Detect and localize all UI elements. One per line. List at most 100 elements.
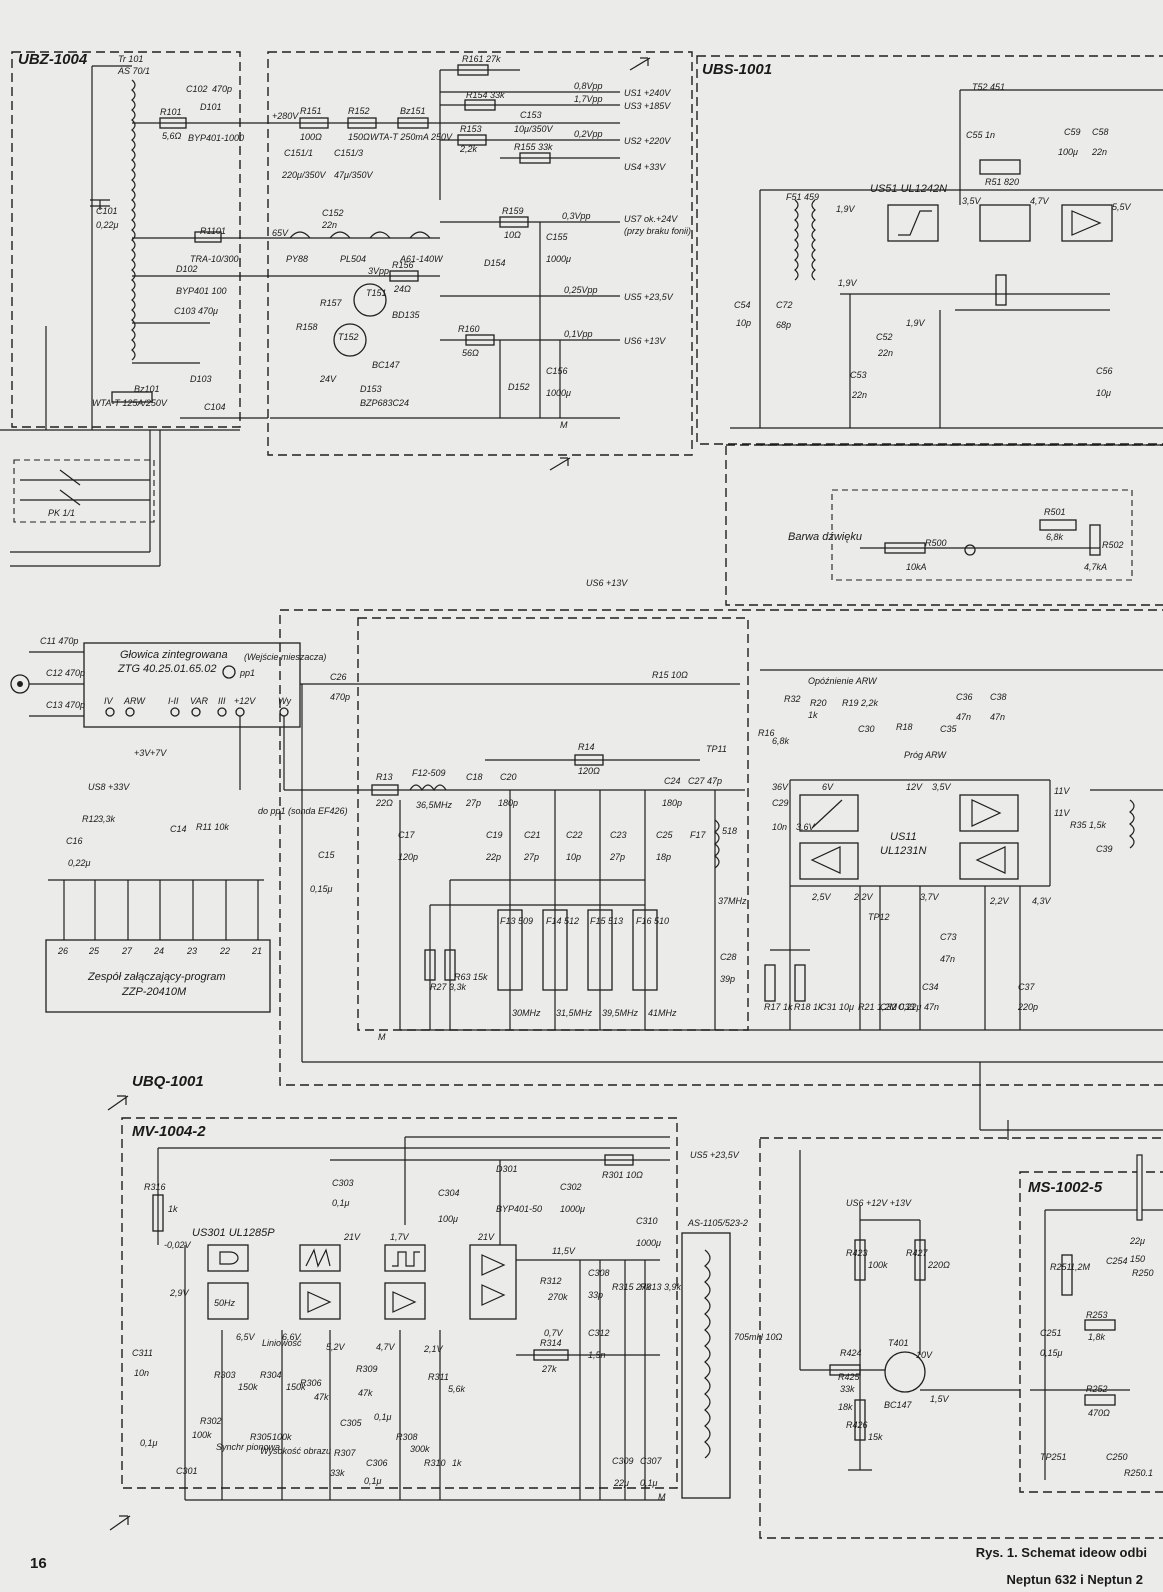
label-r13-v: 22Ω [375,798,393,808]
tuner-pin-iii: III [218,696,226,706]
label-r160: R160 [458,324,480,334]
label-as: AS-1105/523-2 [687,1218,748,1228]
v-1-5: 1,5V [930,1394,950,1404]
label-r253: R253 [1086,1310,1108,1320]
v-5-2: 5,2V [326,1342,346,1352]
label-us8: US8 +33V [88,782,130,792]
v-10: 10V [916,1350,933,1360]
label-r153-v: 2,2k [459,144,478,154]
label-r306-v: 47k [314,1392,329,1402]
label-c152-v: 22n [321,220,337,230]
label-c73-v: 47n [940,954,955,964]
label-c304-v: 100μ [438,1214,458,1224]
label-c104: C104 [204,402,226,412]
label-r14: R14 [578,742,595,752]
ubs-lower-frame [725,444,1163,606]
ms-wiring [799,1150,1163,1480]
label-r303-v: 150k [238,1382,258,1392]
label-c1513-v: 47μ/350V [334,170,373,180]
label-c20-v: 180p [498,798,518,808]
label-r18: R18 [896,722,913,732]
label-c303-v: 0,1μ [332,1198,350,1208]
label-c24-v: 180p [662,798,682,808]
label-c34: C34 [922,982,939,992]
rail-us7-note: (przy braku fonii) [624,226,691,236]
inner-if-frame [357,617,749,1031]
label-c39: C39 [1096,844,1113,854]
label-r316-v: 1k [168,1204,178,1214]
v-2-9: 2,9V [169,1288,190,1298]
label-r12: R12 [82,814,99,824]
label-c37: C37 [1018,982,1036,992]
opoznienie-label: Opóźnienie ARW [808,676,878,686]
v-3-6: 3,6V [796,822,816,832]
label-c153: C153 [520,110,542,120]
label-c307-v: 0,1μ [640,1478,658,1488]
label-r308: R308 [396,1432,418,1442]
v-1-9a: 1,9V [836,204,856,214]
label-c312-v: 1,5n [588,1350,606,1360]
program-pin-24: 24 [153,946,164,956]
v-21a: 21V [343,1232,361,1242]
program-pin-27: 27 [121,946,133,956]
label-t151: T151 [366,288,387,298]
label-r252-v: 470Ω [1088,1408,1110,1418]
label-v7v: +7V [150,748,167,758]
rail-0-2vpp: 0,2Vpp [574,129,603,139]
label-r17: R17 1k [764,1002,793,1012]
label-t52: T52 451 [972,82,1005,92]
label-r309-v: 47k [358,1388,373,1398]
label-d154: D154 [484,258,506,268]
rail-0-8vpp: 0,8Vpp [574,81,603,91]
tuner-label: Głowica zintegrowana [120,649,228,661]
rail-0-1vpp: 0,1Vpp [564,329,593,339]
label-c251: C251 [1040,1328,1062,1338]
rail-us4: US4 +33V [624,162,666,172]
label-c23: C23 [610,830,627,840]
rail-us6: US6 +13V [624,336,666,346]
label-r308-v: 300k [410,1444,430,1454]
label-coil: 705mH 10Ω [734,1332,783,1342]
label-c31: C31 10μ [820,1002,854,1012]
label-d102: D102 [176,264,198,274]
v-1-9c: 1,9V [906,318,926,328]
ubz-right-frame [267,51,693,456]
label-r151: R151 [300,106,322,116]
label-d152: D152 [508,382,530,392]
label-c52: C52 [876,332,893,342]
label-t401-t: BC147 [884,1400,913,1410]
v-6-6: 6,6V [282,1332,302,1342]
tuner-pin-iv: IV [104,696,114,706]
label-c72: C72 [776,300,793,310]
label-r16: R16 [758,728,775,738]
label-c26-v: 470p [330,692,350,702]
rail-us5: US5 +23,5V [624,292,674,302]
label-c153-v: 10μ/350V [514,124,553,134]
us301-label: US301 UL1285P [192,1227,275,1239]
label-r310-v: 1k [452,1458,462,1468]
label-py88: PY88 [286,254,308,264]
rail-us3: US3 +185V [624,101,671,111]
figure-caption-line2: Neptun 632 i Neptun 2 [1006,1572,1143,1587]
label-r101: R101 [160,107,182,117]
v-11a: 11V [1054,786,1070,796]
mv-block-label: MV-1004-2 [132,1123,206,1140]
label-c54: C54 [734,300,751,310]
label-c25: C25 [656,830,674,840]
label-r154: R154 33k [466,90,505,100]
label-r159: R159 [502,206,524,216]
tuner-pin-12v: +12V [234,696,256,706]
label-v3v: +3V [134,748,151,758]
label-c15: C15 [318,850,336,860]
label-r425: R425 [838,1372,861,1382]
label-t401: T401 [888,1338,909,1348]
label-c15-v: 0,15μ [310,884,333,894]
v-3vpp: 3Vpp [368,266,389,276]
tuner-pin-wy: Wy [278,696,291,706]
wysokosc-label: Wysokość obrazu [260,1446,331,1456]
label-r19: R19 2,2k [842,698,879,708]
prog-label: Próg ARW [904,750,948,760]
label-c13: C13 470p [46,700,85,710]
label-d153-t: BZP683C24 [360,398,409,408]
program-unit-label: Zespół załączający-program [87,971,226,983]
